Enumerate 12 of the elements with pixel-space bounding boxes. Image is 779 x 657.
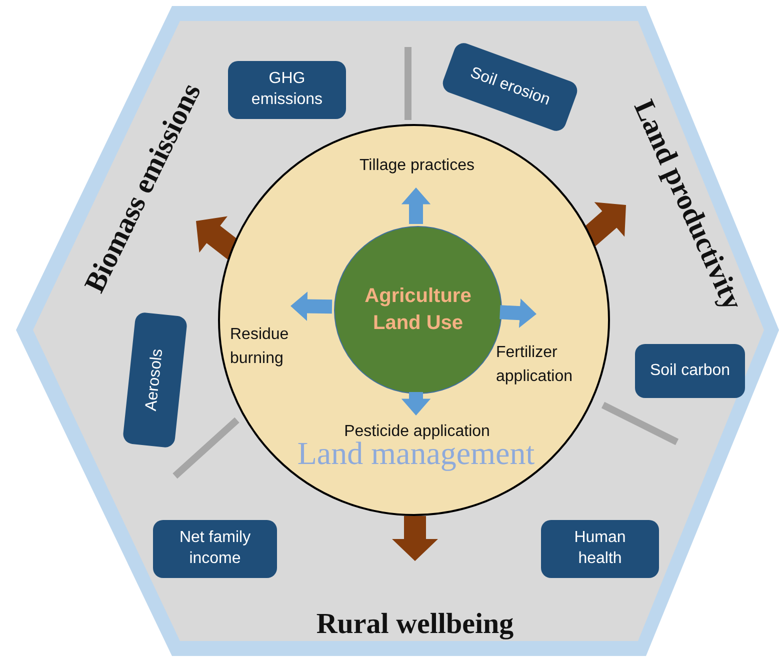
impact-box: GHG emissions: [228, 61, 346, 119]
section-heading: Rural wellbeing: [280, 605, 550, 643]
arrow: [401, 188, 431, 224]
impact-box: Human health: [541, 520, 659, 578]
arrow: [500, 298, 536, 328]
practice-label: Residue burning: [230, 323, 320, 375]
practice-label: Fertilizer application: [496, 341, 610, 397]
impact-box: Soil carbon: [635, 344, 745, 398]
arrow: [401, 392, 431, 416]
arrow: [290, 292, 332, 321]
impact-box: Net family income: [153, 520, 277, 578]
practice-label: Tillage practices: [332, 154, 502, 180]
